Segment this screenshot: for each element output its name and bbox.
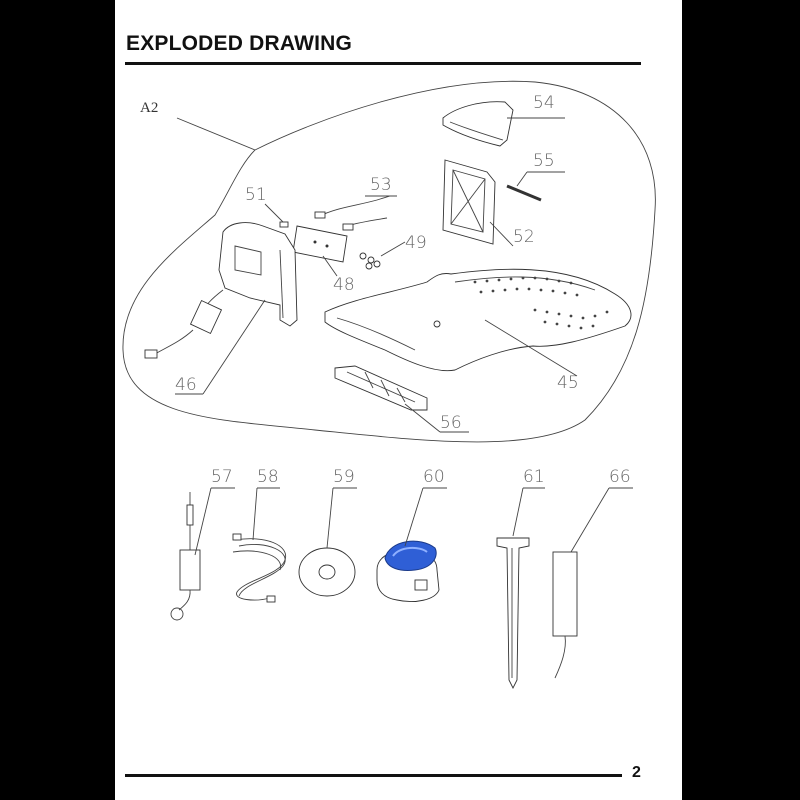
callout-56: 56 xyxy=(440,413,462,433)
manual-page: EXPLODED DRAWING A2 54 55 52 xyxy=(115,0,682,800)
leader-52 xyxy=(489,221,514,247)
leader-58-d xyxy=(252,487,258,541)
callout-60: 60 xyxy=(423,467,445,487)
leader-48 xyxy=(322,255,338,277)
leader-59-d xyxy=(326,487,334,549)
leader-49 xyxy=(380,241,406,257)
callout-46: 46 xyxy=(175,375,197,395)
callout-48: 48 xyxy=(333,275,355,295)
part-52-panel xyxy=(442,159,496,245)
part-57-power-adapter xyxy=(170,492,201,621)
assembly-leader xyxy=(176,117,256,151)
leader-56-d xyxy=(404,403,441,433)
exploded-drawing: A2 54 55 52 53 xyxy=(122,80,656,690)
title-underline xyxy=(125,62,641,65)
leader-57-d xyxy=(194,487,212,556)
part-51-screw xyxy=(279,221,289,228)
callout-51: 51 xyxy=(245,185,267,205)
leader-45 xyxy=(484,319,578,377)
assembly-label: A2 xyxy=(140,100,158,116)
page-number: 2 xyxy=(632,764,641,781)
part-56-grille xyxy=(334,365,428,411)
part-60-connector xyxy=(376,540,440,602)
callout-54: 54 xyxy=(533,93,555,113)
leader-66-d xyxy=(570,487,610,553)
callout-52: 52 xyxy=(513,227,535,247)
callout-61: 61 xyxy=(523,467,545,487)
leader-51 xyxy=(264,203,284,223)
footer-rule xyxy=(125,774,622,777)
part-61-stake xyxy=(496,537,530,690)
leader-61-d xyxy=(512,487,524,537)
part-59-spool xyxy=(298,547,356,597)
assembly-outline xyxy=(122,80,656,443)
part-54-lid xyxy=(442,101,514,147)
part-58-cable-coil xyxy=(232,533,287,603)
leader-46-d xyxy=(202,299,266,395)
leader-60-d xyxy=(404,487,424,547)
part-55-rod xyxy=(506,184,542,202)
part-53-cables xyxy=(314,195,391,231)
part-66-cable-pack xyxy=(552,551,578,679)
callout-57: 57 xyxy=(211,467,233,487)
callout-66: 66 xyxy=(609,467,631,487)
part-48-pcb xyxy=(292,225,348,263)
part-46-housing xyxy=(144,222,298,359)
callout-55: 55 xyxy=(533,151,555,171)
callout-59: 59 xyxy=(333,467,355,487)
callout-53: 53 xyxy=(370,175,392,195)
part-49-spacers xyxy=(359,252,381,270)
callout-58: 58 xyxy=(257,467,279,487)
leader-55-d xyxy=(516,171,528,187)
page-title: EXPLODED DRAWING xyxy=(126,32,353,55)
callout-49: 49 xyxy=(405,233,427,253)
part-45-base xyxy=(324,268,632,372)
callout-45: 45 xyxy=(557,373,579,393)
